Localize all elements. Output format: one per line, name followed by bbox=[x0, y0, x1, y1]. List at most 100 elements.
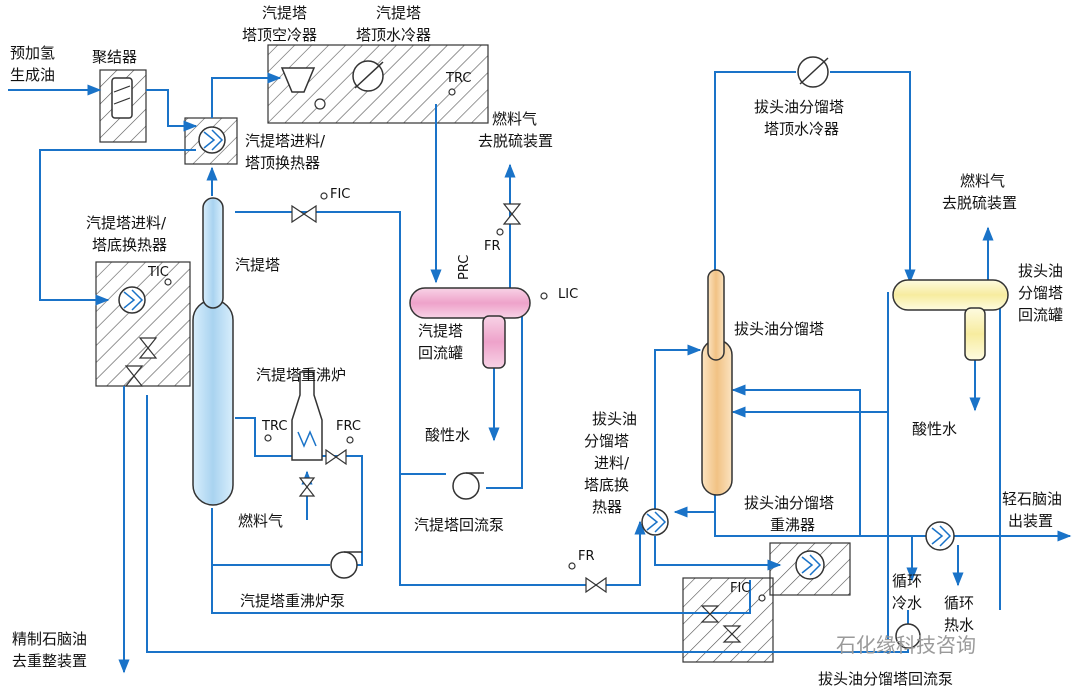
tag-lic: LIC bbox=[558, 287, 578, 302]
furnace-return bbox=[322, 455, 363, 566]
watermark: 石化缘科技咨询 bbox=[836, 633, 976, 657]
sour-water-1-label: 酸性水 bbox=[425, 426, 470, 444]
labels: 预加氢 生成油 聚结器 汽提塔 塔顶空冷器 汽提塔 塔顶水冷器 汽提塔进料/ 塔… bbox=[10, 4, 1063, 688]
fic-prefrac-valve-a-icon bbox=[700, 605, 720, 623]
furnace-feed bbox=[235, 417, 300, 457]
prefrac-cooler-label-1: 拔头油分馏塔 bbox=[754, 98, 844, 116]
fuel-gas-2-label-a: 燃料气 bbox=[960, 172, 1005, 190]
reboiler-pump-icon bbox=[330, 551, 358, 579]
reflux-drum-1-label-b: 回流罐 bbox=[418, 344, 463, 362]
tag-fr-feed: FR bbox=[578, 549, 595, 564]
tag-fic-stripper: FIC bbox=[330, 187, 350, 202]
coalescer-out bbox=[146, 89, 198, 132]
prefrac-tower-label: 拔头油分馏塔 bbox=[734, 320, 824, 338]
reflux-drum-1-label-a: 汽提塔 bbox=[418, 322, 463, 340]
reflux-pump-2-icon bbox=[895, 623, 921, 649]
stripper-label: 汽提塔 bbox=[235, 256, 280, 274]
coalescer-inner bbox=[113, 85, 131, 105]
prefrac-reflux-drum bbox=[892, 279, 1009, 311]
coalescer-label: 聚结器 bbox=[92, 48, 137, 66]
prefrac-reboiler-label-1: 拔头油分馏塔 bbox=[744, 494, 834, 512]
light-naphtha-label-2: 出装置 bbox=[1008, 512, 1053, 530]
prefrac-cooler-out bbox=[830, 71, 916, 284]
tag-fr-gas: FR bbox=[484, 239, 501, 254]
feed-top-hx-label-2: 塔顶换热器 bbox=[245, 154, 320, 172]
feed-bottom-hx-housing bbox=[95, 261, 191, 387]
reflux-return bbox=[235, 211, 446, 475]
reflux-pump-1-icon bbox=[452, 472, 480, 500]
prefrac-feed-in bbox=[654, 344, 702, 520]
hot-water-label-2: 热水 bbox=[944, 616, 974, 634]
bottoms-to-prefrac bbox=[399, 474, 646, 586]
sour-water-2-label: 酸性水 bbox=[912, 420, 957, 438]
feed-bottom-hx-label-2: 塔底换热器 bbox=[92, 236, 167, 254]
control-valves bbox=[124, 203, 742, 643]
feed-label-1: 预加氢 bbox=[10, 44, 55, 62]
stripper-tower bbox=[192, 299, 234, 506]
tic-valve-icon bbox=[138, 337, 158, 359]
cooling-water-label-2: 冷水 bbox=[892, 594, 922, 612]
prefrac-reflux-valve-housing bbox=[682, 577, 774, 663]
product-label-2: 去重整装置 bbox=[12, 652, 87, 670]
fic-prefrac-valve-b-icon bbox=[722, 625, 742, 643]
light-naphtha-label-1: 轻石脑油 bbox=[1002, 490, 1062, 508]
prefrac-reboiler-label-2: 重沸器 bbox=[770, 516, 815, 534]
feed-top-hx-label-1: 汽提塔进料/ bbox=[245, 132, 326, 150]
fr-feed-valve-icon bbox=[585, 576, 607, 594]
stripper-tower-top bbox=[202, 197, 224, 309]
water-cooler-label-2: 塔顶水冷器 bbox=[356, 26, 431, 44]
prefrac-overhead bbox=[714, 71, 796, 272]
prefrac-tower-top bbox=[707, 269, 725, 361]
prefrac-feed-hx-label-3: 进料/ bbox=[594, 454, 630, 472]
tag-fic-prefrac: FIC bbox=[730, 581, 750, 596]
fuel-gas-1-label-b: 去脱硫装置 bbox=[478, 132, 553, 150]
product-valve-icon bbox=[124, 365, 144, 387]
cooling-water-label-1: 循环 bbox=[892, 572, 922, 590]
fuel-gas-1-label-a: 燃料气 bbox=[492, 110, 537, 128]
prefrac-cooler-label-2: 塔顶水冷器 bbox=[764, 120, 839, 138]
hx-up-to-top bbox=[211, 72, 282, 118]
water-cooler-label-1: 汽提塔 bbox=[376, 4, 421, 22]
reflux-pump-2-label: 拔头油分馏塔回流泵 bbox=[818, 670, 953, 688]
stripper-drum-boot bbox=[482, 315, 506, 369]
tag-prc: PRC bbox=[457, 255, 472, 280]
instrument-bubbles bbox=[164, 88, 766, 602]
tag-frc-furnace: FRC bbox=[336, 419, 361, 434]
reflux-pump-out bbox=[486, 304, 523, 489]
prefrac-feed-hx-label-2: 分馏塔 bbox=[584, 432, 629, 450]
prc-valve-icon bbox=[502, 203, 522, 225]
fuel-gas-2-label-b: 去脱硫装置 bbox=[942, 194, 1017, 212]
process-lines bbox=[8, 71, 1072, 674]
prefrac-feed-hx-label-4: 塔底换 bbox=[584, 476, 629, 494]
furnace-icon bbox=[291, 371, 323, 461]
reflux-drum-2-label-b: 分馏塔 bbox=[1018, 284, 1063, 302]
fic-valve-icon bbox=[291, 204, 317, 224]
prefrac-tower bbox=[701, 339, 733, 496]
prefrac-reboiler-return bbox=[731, 384, 861, 536]
air-cooler-motor-icon bbox=[314, 98, 326, 110]
fuel-gas-furnace-label: 燃料气 bbox=[238, 512, 283, 530]
air-cooler-label-2: 塔顶空冷器 bbox=[242, 26, 317, 44]
tag-trc-furnace: TRC bbox=[261, 419, 287, 434]
hot-water-label-1: 循环 bbox=[944, 594, 974, 612]
air-cooler-icon bbox=[280, 67, 316, 93]
prefrac-feed-hx-label-5: 热器 bbox=[592, 498, 622, 516]
feed-bottom-hx-label-1: 汽提塔进料/ bbox=[86, 214, 167, 232]
reflux-drum-2-label-a: 拔头油 bbox=[1018, 262, 1063, 280]
tag-trc-top: TRC bbox=[445, 71, 471, 86]
reflux-pump-1-label: 汽提塔回流泵 bbox=[414, 516, 504, 534]
frc-valve-icon bbox=[325, 448, 347, 466]
coalescer-vessel bbox=[111, 77, 133, 119]
air-cooler-label-1: 汽提塔 bbox=[262, 4, 307, 22]
product-label-1: 精制石脑油 bbox=[12, 630, 87, 648]
tag-tic: TIC bbox=[147, 265, 169, 280]
prefrac-bottom-out bbox=[714, 494, 930, 537]
reboiler-pump-label: 汽提塔重沸炉泵 bbox=[240, 592, 345, 610]
stripper-reflux-drum bbox=[409, 287, 531, 319]
reboiler-pump-line bbox=[211, 565, 751, 614]
prefrac-feed-hx-label-1: 拔头油 bbox=[592, 410, 637, 428]
hx-to-bottom-hx bbox=[39, 149, 196, 306]
prefrac-drum-boot bbox=[964, 307, 986, 361]
furnace-label: 汽提塔重沸炉 bbox=[256, 366, 346, 384]
